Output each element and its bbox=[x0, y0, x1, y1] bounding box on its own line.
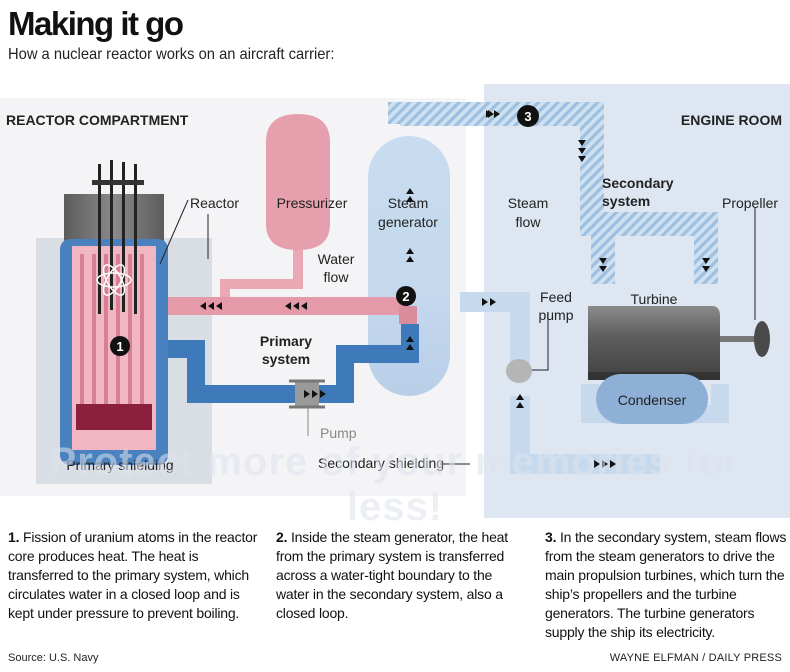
engine-room-bg bbox=[484, 84, 790, 518]
propeller bbox=[754, 321, 770, 357]
pressurizer-label: Pressurizer bbox=[277, 195, 348, 211]
steam-flow-label-2: flow bbox=[516, 214, 542, 230]
caption-1-number: 1. bbox=[8, 529, 20, 545]
feed-pump-label-2: pump bbox=[538, 307, 573, 323]
reactor-label: Reactor bbox=[190, 195, 239, 211]
secondary-system-label-1: Secondary bbox=[602, 175, 674, 191]
turbine bbox=[588, 306, 720, 374]
step-marker-2: 2 bbox=[396, 286, 416, 306]
source-note: Source: U.S. Navy bbox=[8, 652, 99, 664]
step-marker-2-text: 2 bbox=[402, 289, 409, 304]
caption-3: 3. In the secondary system, steam flows … bbox=[545, 528, 790, 642]
secondary-loop bbox=[388, 102, 729, 474]
step-marker-1-text: 1 bbox=[116, 339, 123, 354]
primary-shielding-label: Primary shielding bbox=[66, 457, 173, 473]
caption-2: 2. Inside the steam generator, the heat … bbox=[276, 528, 526, 623]
page-subtitle: How a nuclear reactor works on an aircra… bbox=[8, 46, 335, 63]
condenser-label: Condenser bbox=[618, 392, 687, 408]
engine-room-label: ENGINE ROOM bbox=[681, 112, 782, 128]
primary-system-label-2: system bbox=[262, 351, 310, 367]
reactor-diagram: 1 2 3 REACTOR COMPARTMENT ENGINE ROOM Re… bbox=[0, 84, 790, 518]
primary-loop bbox=[150, 297, 419, 403]
water-flow-label-2: flow bbox=[324, 269, 350, 285]
pump-label: Pump bbox=[320, 425, 357, 441]
steam-flow-label-1: Steam bbox=[508, 195, 548, 211]
steam-generator-label-1: Steam bbox=[388, 195, 428, 211]
step-marker-3: 3 bbox=[517, 105, 539, 127]
caption-2-text: Inside the steam generator, the heat fro… bbox=[276, 529, 508, 621]
pressurizer-line bbox=[220, 244, 303, 306]
feed-pump bbox=[506, 359, 532, 383]
flow-arrows bbox=[200, 110, 710, 468]
primary-system-label-1: Primary bbox=[260, 333, 312, 349]
caption-2-number: 2. bbox=[276, 529, 288, 545]
credit-line: WAYNE ELFMAN / DAILY PRESS bbox=[609, 652, 782, 664]
secondary-shielding-label: Secondary shielding bbox=[318, 455, 444, 471]
water-flow-label-1: Water bbox=[318, 251, 355, 267]
steam-generator-label-2: generator bbox=[378, 214, 438, 230]
pressurizer bbox=[266, 114, 330, 250]
turbine-label: Turbine bbox=[631, 291, 678, 307]
propeller-shaft bbox=[720, 336, 760, 342]
caption-3-number: 3. bbox=[545, 529, 557, 545]
caption-1: 1. Fission of uranium atoms in the react… bbox=[8, 528, 258, 623]
step-marker-3-text: 3 bbox=[524, 109, 531, 124]
page-title: Making it go bbox=[8, 5, 184, 42]
caption-1-text: Fission of uranium atoms in the reactor … bbox=[8, 529, 258, 621]
caption-3-text: In the secondary system, steam flows fro… bbox=[545, 529, 787, 640]
secondary-system-label-2: system bbox=[602, 193, 650, 209]
reactor-compartment-label: REACTOR COMPARTMENT bbox=[6, 112, 189, 128]
condenser bbox=[596, 374, 708, 424]
step-marker-1: 1 bbox=[110, 336, 130, 356]
feed-pump-label-1: Feed bbox=[540, 289, 572, 305]
steam-generator bbox=[368, 136, 450, 396]
reactor-vessel bbox=[60, 160, 168, 465]
propeller-label: Propeller bbox=[722, 195, 778, 211]
